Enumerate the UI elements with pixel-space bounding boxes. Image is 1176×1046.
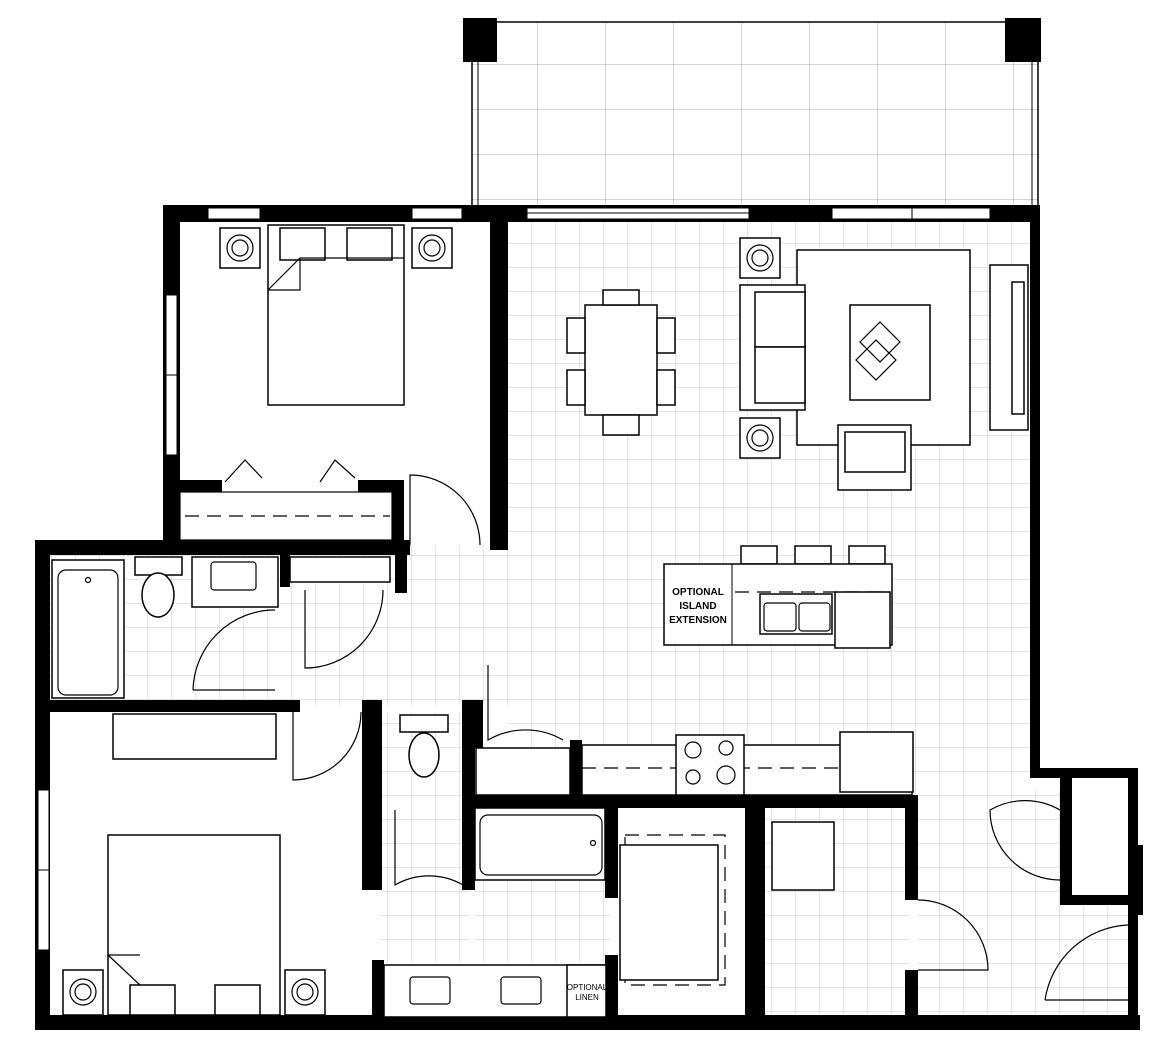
lamp-icon [219,227,261,269]
lamp-icon [739,237,781,279]
balcony-post [463,18,497,62]
kitchen-island [663,545,893,649]
balcony [463,18,1041,208]
doors [192,459,1129,1001]
kitchen-counter [475,731,914,796]
lamp-icon [411,227,453,269]
bathroom-1 [51,556,391,699]
laundry [619,821,835,986]
living-area [739,249,1029,491]
closet-shelf [179,491,393,541]
linen-closet [566,964,607,1018]
fridge [839,731,914,793]
stove [675,734,745,796]
dining-table [566,289,676,436]
windows [37,207,991,951]
second-bedroom [107,713,281,1016]
balcony-post [1005,18,1041,62]
lamp-icon [739,417,781,459]
lamp-icon [284,969,326,1016]
bathroom-2 [383,714,607,1018]
lamp-icon [62,969,104,1016]
master-bed [267,224,405,406]
